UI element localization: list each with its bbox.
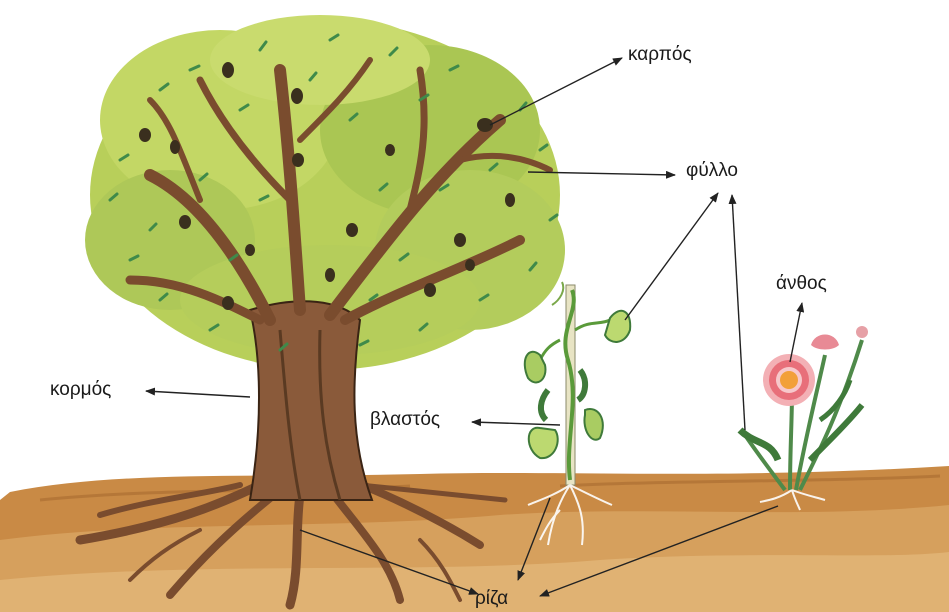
label-fruit: καρπός — [628, 44, 692, 66]
label-leaf: φύλλο — [686, 160, 738, 182]
label-trunk: κορμός — [50, 379, 111, 401]
tree-trunk-shape — [250, 301, 372, 500]
label-flower: άνθος — [776, 273, 827, 295]
label-root: ρίζα — [475, 588, 508, 610]
arrow-flower — [790, 303, 802, 362]
vine-plant — [525, 282, 630, 485]
arrow-trunk — [146, 391, 250, 397]
arrow-leaf-flower — [732, 195, 745, 430]
arrow-leaf-vine — [625, 193, 718, 320]
label-stem: βλαστός — [370, 409, 440, 431]
arrow-stem — [472, 422, 560, 425]
